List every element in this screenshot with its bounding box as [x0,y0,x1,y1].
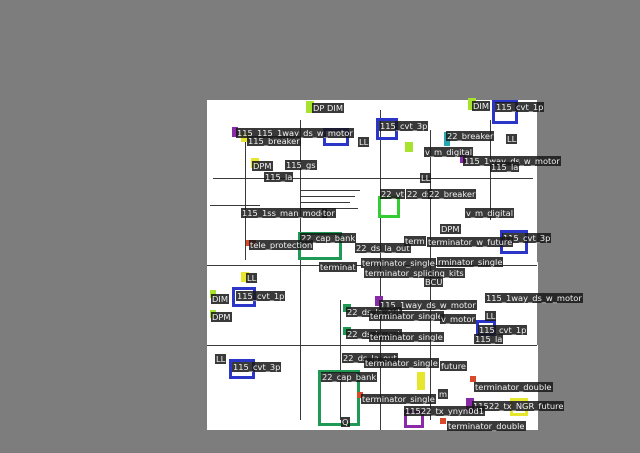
wire [210,205,260,206]
wire [213,178,533,179]
component-label: LL [485,311,497,321]
marker-purple [466,398,474,412]
component-label: 11522_tx_ynyn0d1 [404,406,486,416]
component-label: 115_cvt_1p [478,325,528,335]
component-label: 115_115_1way_ds_w_motor [236,128,354,138]
component-label: Q [341,417,350,427]
marker-red [470,376,476,382]
component-label: DP DIM [312,103,345,113]
component-label: tele_protection [249,240,314,250]
wire [207,345,537,346]
component-label: 115_cvt_3p [502,233,552,243]
component-label: terminator_single [369,332,444,342]
marker-lime [306,101,314,113]
component-label: 115_la [474,334,504,344]
component-label: term [404,236,426,246]
component-label: 11522_tx_NGR_future [472,401,565,411]
component-label: 22_breaker [428,189,477,199]
box-green [378,196,400,218]
component-label: terminator_single [364,358,439,368]
component-label: 115_breaker [247,136,301,146]
component-label: v_m_digital [465,208,515,218]
component-label: LL [358,137,370,147]
component-label: 115_la [490,162,520,172]
component-label: 22_ds [406,189,433,199]
component-label: terminator_single [361,394,436,404]
component-label: DPM [252,161,273,171]
wire [300,120,301,420]
component-label: terminat [319,262,357,272]
component-label: LL [506,134,518,144]
component-label: 115_1ss_man_mode [241,208,328,218]
component-label: 115_gs [285,160,317,170]
component-label: 22_vt [380,189,405,199]
box-green [318,370,360,426]
component-label: 115_cvt_3p [232,362,282,372]
component-label: 115_1way_ds_w_motor [379,300,477,310]
marker-lime [405,142,413,152]
box-blue [492,100,518,124]
component-label: LL [246,273,258,283]
wire [340,300,341,420]
component-label: v_motor [440,314,476,324]
component-label: 115_cvt_1p [236,291,286,301]
component-label: 115_cvt_1p [495,102,545,112]
component-label: 22_cap_bank [300,233,357,243]
component-label: terminator_w_future [427,237,514,247]
wire [300,190,360,191]
component-label: 22_breaker [446,131,495,141]
component-label: DPM [211,312,232,322]
wire [300,202,350,203]
component-label: terminator_single [369,311,444,321]
marker-yellow [241,272,249,282]
component-label: terminator_double [474,382,553,392]
marker-red [357,392,363,398]
marker-red [440,418,446,424]
component-label: future [440,361,468,371]
component-label: 115_1way_ds_w_motor [485,293,583,303]
component-label: 22_ds_la_out [355,243,411,253]
component-label: LL [420,173,432,183]
wire [245,140,246,260]
component-label: m [438,389,449,399]
component-label: DIM [211,294,229,304]
component-label: terminator_double [447,421,526,431]
component-label: v_m_digital [424,147,474,157]
component-label: tor [322,208,336,218]
component-label: terminator_single [361,258,436,268]
component-label: DIM [472,101,490,111]
component-label: 115_cvt_3p [379,121,429,131]
component-label: DPM [440,224,461,234]
marker-purple [232,127,238,137]
component-label: rminator_single [437,257,504,267]
wire [300,196,355,197]
component-label: BCU [424,277,444,287]
marker-yellow [417,372,425,390]
component-label: 22_cap_bank [321,372,378,382]
component-label: 115_la [264,172,294,182]
component-label: LL [215,354,227,364]
component-label: terminator_splicing_kits [364,268,465,278]
component-label: 115_1way_ds_w_motor [463,156,561,166]
